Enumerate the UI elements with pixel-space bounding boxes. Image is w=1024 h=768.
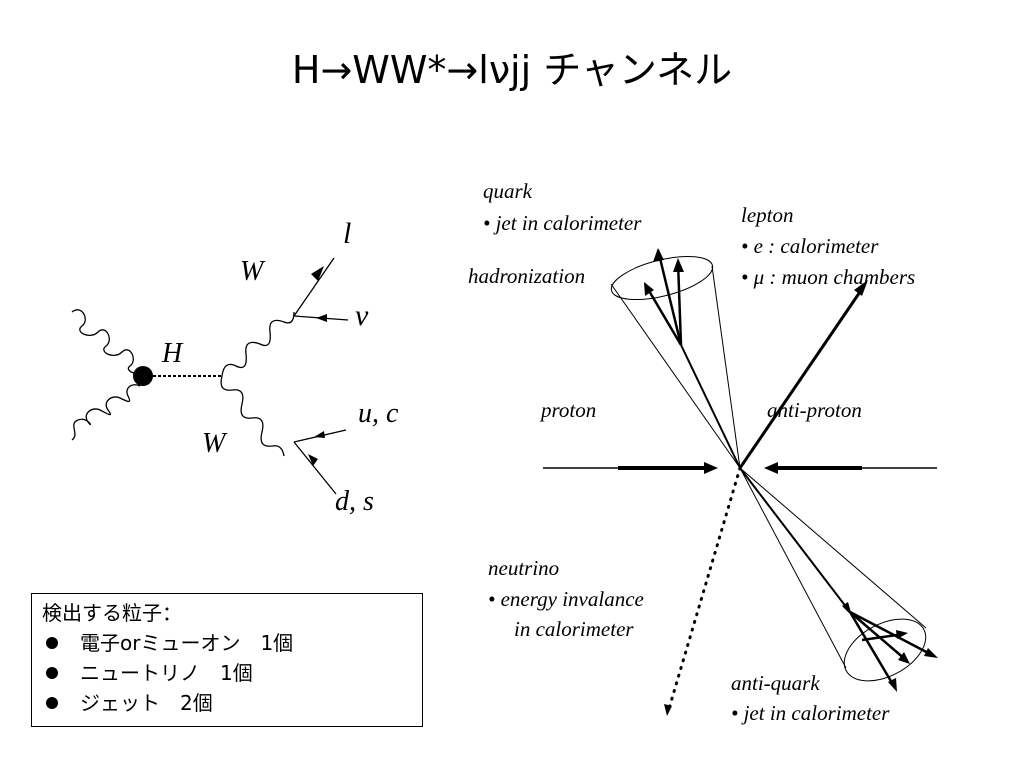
quark-jet-2: [676, 261, 683, 346]
gluon-lower: [71, 384, 141, 441]
quark-cone-left: [610, 283, 741, 469]
label-neutrino-1: • energy invalance: [488, 587, 644, 611]
antiquark-jet-3: [849, 611, 907, 661]
label-uc: u, c: [358, 398, 399, 429]
detected-item: ニュートリノ 1個: [42, 658, 412, 688]
arrow-ds: [308, 454, 318, 466]
label-lepton-mu: • μ : muon chambers: [741, 265, 915, 289]
quark-track: [680, 344, 741, 469]
lepton-line: [293, 257, 335, 317]
detected-item-label: ニュートリノ 1個: [80, 661, 253, 685]
quark-cone-right: [711, 265, 741, 469]
label-ds: d, s: [335, 486, 374, 517]
antiproton-arrow: [764, 462, 778, 474]
label-antiquark: anti-quark: [731, 671, 820, 695]
slide-title: H→WW*→lνjj チャンネル: [291, 48, 733, 92]
antiquark-jet-2: [848, 611, 897, 689]
quark-jet-arrow-2: [673, 258, 684, 272]
arrow-lepton: [311, 266, 324, 281]
label-antiproton: anti-proton: [767, 398, 862, 422]
detected-item-label: 電子orミューオン 1個: [80, 631, 294, 655]
antiquark-jet-arrow-3: [898, 652, 910, 664]
antiquark-cone-left: [739, 467, 847, 669]
lepton-track: [738, 285, 866, 469]
quark-jet-arrow-1: [653, 248, 664, 262]
label-proton: proton: [539, 398, 596, 422]
quark-jet-arrow-3: [644, 282, 654, 296]
label-w-top: W: [240, 256, 266, 287]
detected-item: ジェット 2個: [42, 688, 412, 718]
label-l: l: [343, 217, 351, 250]
label-hadronization: hadronization: [468, 264, 585, 288]
bullet-icon: [46, 667, 58, 679]
antiquark-jet-arrow-2: [888, 678, 897, 692]
antiquark-jet-arrow-1: [924, 648, 938, 658]
arrow-uc: [314, 431, 325, 438]
antiquark-jet-ellipse: [843, 618, 927, 682]
label-nu: ν: [355, 299, 369, 332]
w-boson-lower: [220, 375, 285, 457]
bullet-icon: [46, 637, 58, 649]
label-lepton-e: • e : calorimeter: [741, 234, 879, 258]
antiquark-jet-arrow-4: [896, 630, 908, 639]
quark-jet-1: [656, 249, 683, 346]
detected-item-label: ジェット 2個: [80, 691, 213, 715]
antiquark-cone-right: [739, 467, 927, 629]
label-lepton: lepton: [741, 203, 794, 227]
neutrino-arrow: [664, 704, 672, 716]
detected-heading: 検出する粒子：: [42, 601, 182, 625]
label-antiquark-jet: • jet in calorimeter: [731, 701, 890, 725]
neutrino-track: [666, 466, 742, 714]
label-neutrino-2: in calorimeter: [514, 617, 634, 641]
bullet-icon: [46, 697, 58, 709]
quark-ds-line: [293, 441, 337, 495]
proton-arrow: [704, 462, 718, 474]
antiquark-jet-1: [849, 610, 935, 658]
label-quark: quark: [483, 179, 533, 203]
antiquark-track: [739, 467, 851, 613]
label-h: H: [161, 338, 184, 369]
gluon-upper: [71, 309, 141, 374]
higgs-vertex: [133, 366, 153, 386]
detected-item: 電子orミューオン 1個: [42, 628, 412, 658]
arrow-neutrino: [316, 314, 327, 322]
detected-particles-box: 検出する粒子： 電子orミューオン 1個 ニュートリノ 1個 ジェット 2個: [31, 593, 423, 727]
label-quark-jet: • jet in calorimeter: [483, 211, 642, 235]
lepton-arrow: [854, 280, 868, 296]
w-boson-upper: [221, 311, 295, 377]
label-neutrino: neutrino: [488, 556, 559, 580]
quark-jet-3: [643, 283, 683, 346]
antiquark-arrow-main: [842, 602, 852, 616]
label-w-bottom: W: [202, 428, 228, 459]
